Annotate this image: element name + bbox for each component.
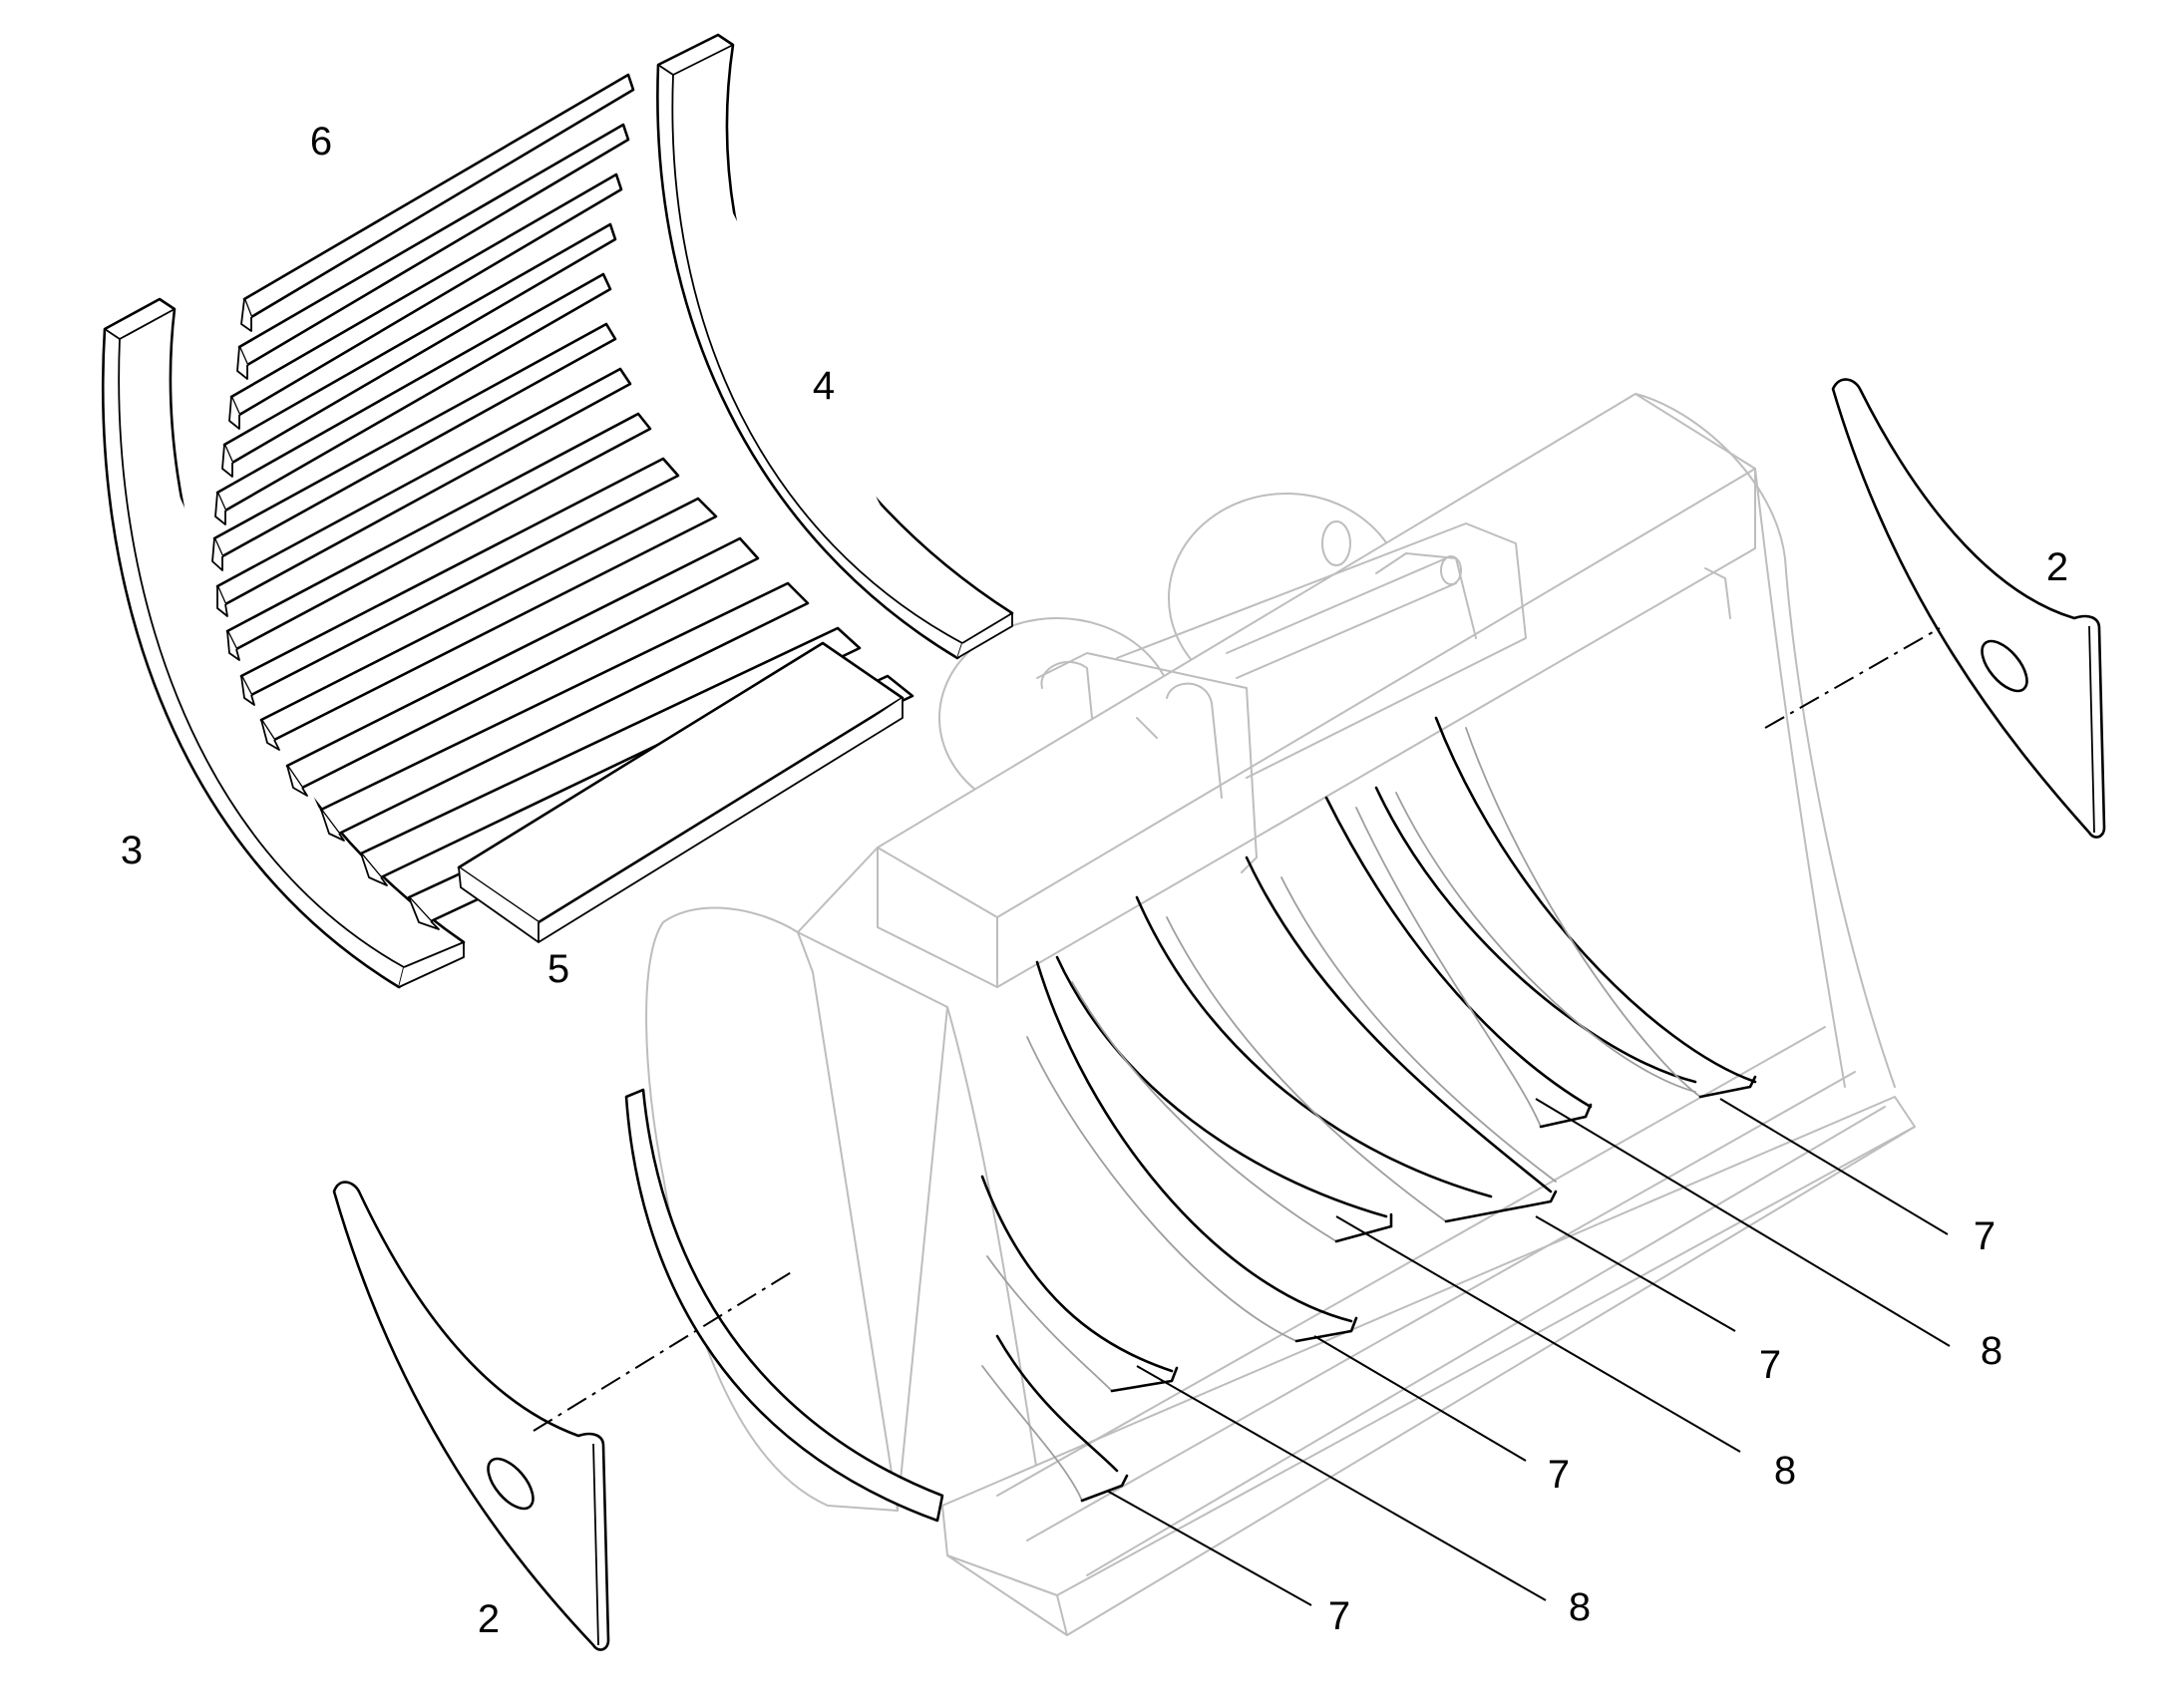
tine-8 (1374, 786, 1697, 1093)
part-6-flat-bar-stack (211, 73, 914, 943)
bucket-side-wear-strip (624, 1088, 944, 1523)
tine-9 (1434, 716, 1757, 1099)
tine-7 (1324, 796, 1593, 1129)
bucket-body (645, 393, 1916, 1636)
tine-6 (1245, 855, 1557, 1194)
bar-2 (236, 123, 630, 380)
tines (980, 716, 1757, 1503)
callouts: 6 4 3 5 2 2 7 8 7 8 7 8 7 (121, 120, 2068, 1641)
tine-5 (1135, 895, 1558, 1223)
part-2-right-side-plate (1831, 378, 2106, 839)
part-2-left-side-plate (332, 1181, 610, 1651)
bar-1 (240, 73, 635, 332)
bar-3 (228, 172, 623, 430)
bar-13 (359, 626, 862, 886)
bar-4 (221, 222, 617, 478)
callout-8-a: 8 (1981, 1329, 2002, 1373)
tine-2 (980, 1175, 1179, 1393)
callout-5: 5 (547, 947, 569, 991)
callout-7-a: 7 (1974, 1214, 1996, 1258)
bar-5 (214, 272, 612, 525)
tine-4 (1055, 955, 1393, 1243)
plate-hole-icon (1981, 639, 2028, 693)
bar-7 (215, 367, 632, 617)
callout-8-b: 8 (1774, 1449, 1796, 1493)
callout-8-c: 8 (1569, 1585, 1591, 1629)
callout-7-d: 7 (1328, 1594, 1350, 1638)
callout-2-left: 2 (478, 1597, 500, 1641)
plate-hole-icon-2 (487, 1457, 535, 1511)
tine-1 (981, 1334, 1129, 1503)
callout-6: 6 (310, 120, 332, 164)
callout-2-right: 2 (2046, 545, 2068, 589)
bar-11 (285, 536, 760, 797)
callout-7-b: 7 (1759, 1343, 1781, 1387)
bar-12 (319, 581, 810, 842)
centerline-right (1764, 627, 1941, 729)
callout-4: 4 (813, 364, 835, 408)
bar-10 (259, 497, 718, 751)
callout-3: 3 (121, 829, 143, 872)
bar-15 (457, 641, 905, 943)
bar-6 (211, 322, 617, 571)
centerline-left (533, 1270, 794, 1432)
bar-8 (225, 412, 652, 661)
bar-9 (239, 457, 680, 706)
callout-7-c: 7 (1548, 1453, 1570, 1497)
leader-lines (1106, 1098, 1951, 1606)
part-4-right-curved-plate (656, 33, 1014, 660)
tine-3 (1026, 960, 1358, 1343)
